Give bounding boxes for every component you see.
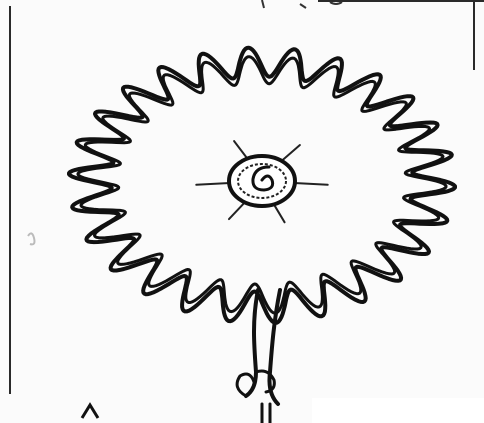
center-cell — [196, 141, 327, 222]
center-spoke — [196, 183, 232, 185]
bottom-left-mark — [82, 405, 98, 418]
top-marks — [262, 0, 342, 8]
center-spoke — [292, 183, 328, 185]
left-scribble — [28, 233, 35, 244]
